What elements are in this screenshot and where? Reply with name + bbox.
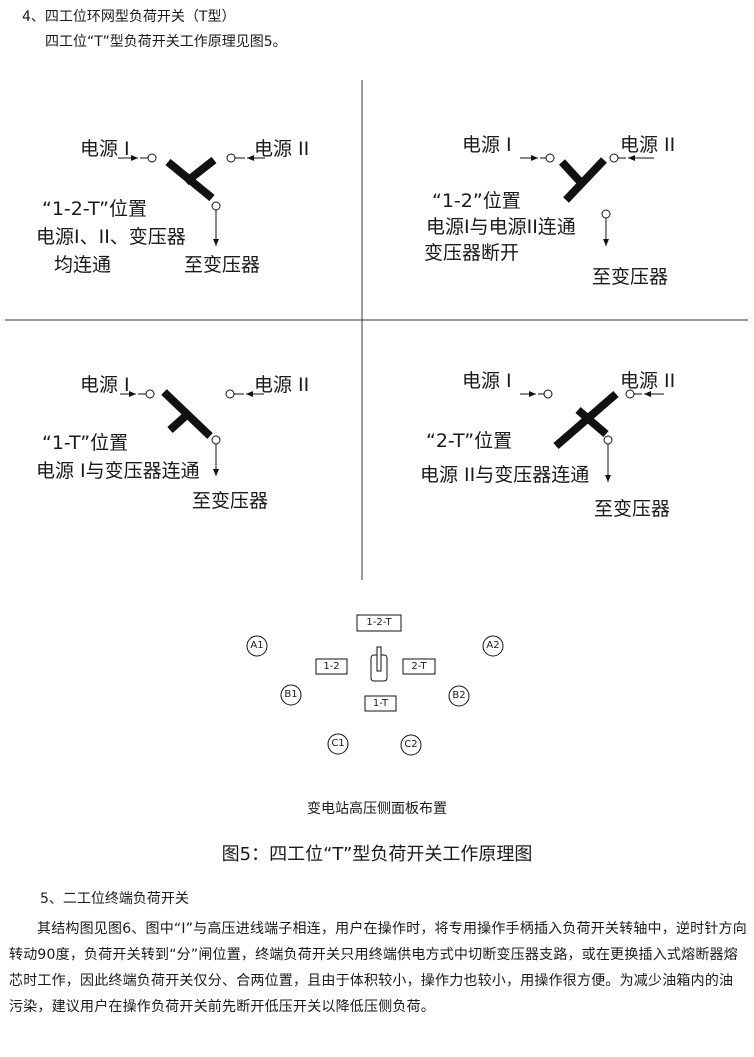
position-label-bottom: 1-T — [372, 698, 389, 709]
indicator-b1 — [280, 684, 302, 706]
indicator-label-c2: C2 — [404, 739, 418, 750]
position-label-right: 2-T — [411, 661, 427, 672]
indicator-a1 — [246, 635, 268, 657]
panel-1-output: 至变压器 — [184, 254, 261, 276]
indicator-c1 — [327, 733, 349, 755]
panel-4-source-1: 电源 I — [462, 370, 512, 392]
position-box-top — [356, 614, 402, 632]
indicator-a2 — [482, 635, 504, 657]
section-intro: 四工位“T”型负荷开关工作原理见图5。 — [45, 34, 287, 50]
panel-3-graphic — [120, 389, 264, 476]
t-switch-blade — [165, 156, 217, 202]
indicator-label-a2: A2 — [486, 640, 500, 651]
panel-4-state-2: 电源 II与变压器连通 — [420, 464, 590, 486]
panel-1-state-1: “1-2-T”位置 — [42, 198, 148, 220]
figure-caption: 图5：四工位“T”型负荷开关工作原理图 — [221, 844, 533, 865]
panel-4-graphic — [520, 389, 664, 482]
panel-3-state-2: 电源 I与变压器连通 — [36, 460, 200, 482]
position-label-top: 1-2-T — [366, 617, 392, 628]
control-panel-graphic — [246, 614, 504, 756]
indicator-label-c1: C1 — [331, 738, 345, 749]
panel-2-output: 至变压器 — [592, 266, 669, 288]
indicator-c2 — [400, 734, 422, 756]
indicator-b2 — [448, 685, 470, 707]
panel-2-source-1: 电源 I — [462, 134, 512, 156]
section-heading: 5、二工位终端负荷开关 — [40, 891, 189, 907]
panel-1-state-3: 均连通 — [54, 254, 112, 276]
position-box-left — [315, 658, 348, 675]
panel-2-state-1: “1-2”位置 — [432, 190, 521, 212]
panel-3-state-1: “1-T”位置 — [42, 432, 129, 454]
t-switch-blade — [161, 389, 213, 439]
panel-1-graphic — [118, 153, 265, 246]
panel-3-output: 至变压器 — [192, 490, 269, 512]
t-switch-blade — [559, 157, 607, 203]
panel-2-graphic — [520, 153, 654, 246]
panel-4-source-2: 电源 II — [620, 370, 676, 392]
indicator-label-a1: A1 — [250, 640, 264, 651]
indicator-label-b2: B2 — [452, 690, 466, 701]
panel-3-source-2: 电源 II — [254, 374, 310, 396]
operating-handle-icon — [370, 646, 388, 682]
panel-4-state-1: “2-T”位置 — [426, 430, 513, 452]
panel-1-source-1: 电源 I — [80, 138, 130, 160]
panel-2-state-3: 变压器断开 — [424, 242, 520, 264]
panel-1-source-2: 电源 II — [254, 138, 310, 160]
position-box-bottom — [364, 695, 397, 712]
section-heading: 4、四工位环网型负荷开关（T型） — [22, 9, 236, 25]
control-panel-caption: 变电站高压侧面板布置 — [307, 801, 447, 817]
panel-3-source-1: 电源 I — [80, 374, 130, 396]
position-box-right — [402, 658, 436, 675]
section-body: 其结构图见图6、图中“I”与高压进线端子相连，用户在操作时，将专用操作手柄插入负… — [9, 921, 747, 1015]
t-switch-blade — [553, 390, 619, 450]
panel-2-state-2: 电源I与电源II连通 — [426, 216, 576, 238]
panel-4-output: 至变压器 — [594, 498, 671, 520]
panel-2-source-2: 电源 II — [620, 134, 676, 156]
position-label-left: 1-2 — [323, 661, 340, 672]
panel-1-state-2: 电源I、II、变压器 — [36, 226, 186, 248]
indicator-label-b1: B1 — [284, 689, 298, 700]
